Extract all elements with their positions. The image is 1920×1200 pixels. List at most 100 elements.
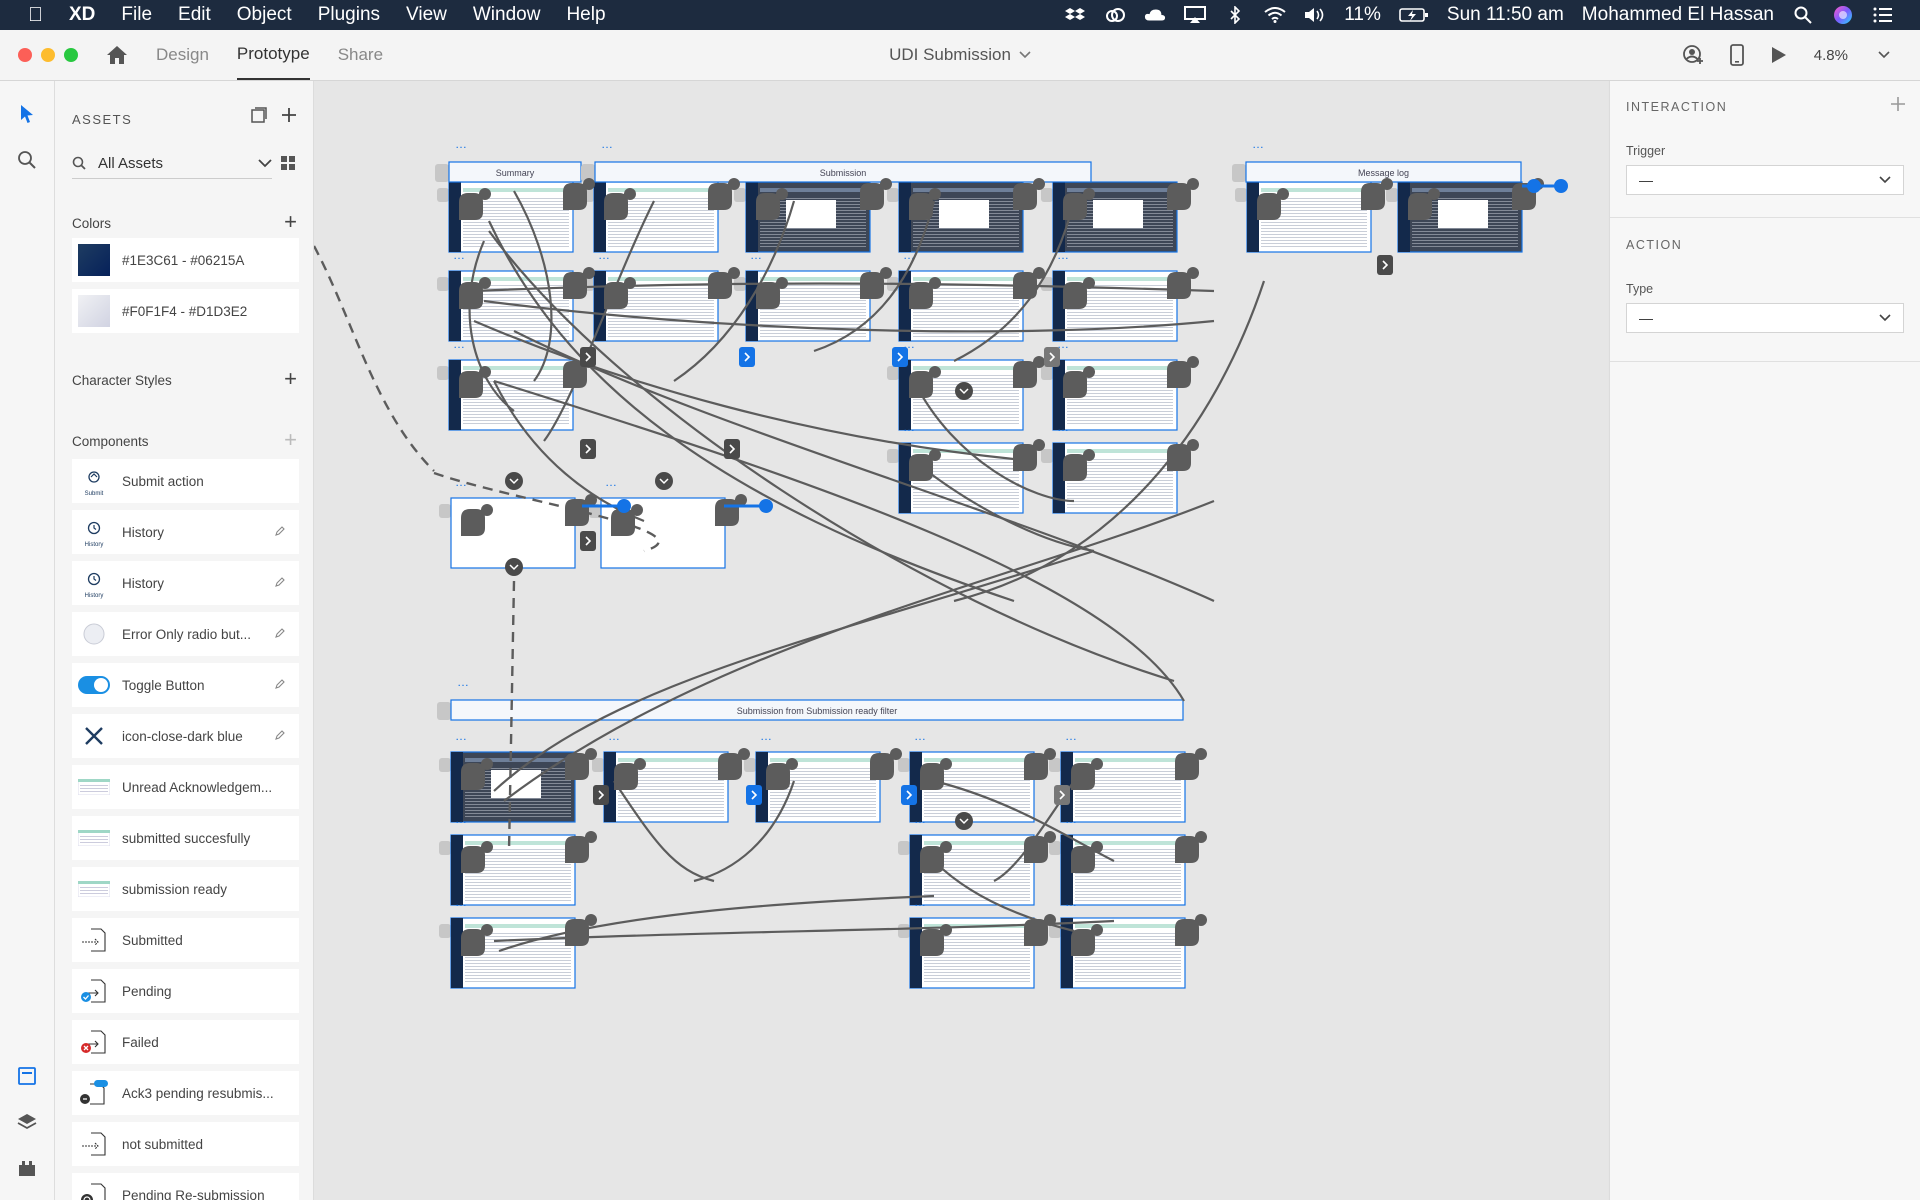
share-user-icon[interactable] xyxy=(1682,44,1704,66)
artboard-thumbnail[interactable]: … xyxy=(589,475,726,569)
wire-toggle-nub[interactable] xyxy=(505,558,523,576)
wire-end-dot[interactable] xyxy=(583,178,595,190)
prototype-wire[interactable] xyxy=(913,380,1075,503)
wire-toggle-nub[interactable] xyxy=(955,382,973,400)
artboard-group-label[interactable]: …Message log xyxy=(1232,137,1522,183)
wire-connector-blob[interactable] xyxy=(766,763,790,790)
wire-toggle-nub[interactable] xyxy=(655,472,673,490)
prototype-wires-canvas[interactable]: ……………………………………………………………………………… …Summary…… xyxy=(314,81,1608,1200)
home-icon[interactable] xyxy=(106,45,128,65)
wire-connector-blob[interactable] xyxy=(604,193,628,220)
artboard-thumbnail[interactable]: … xyxy=(887,420,1024,514)
apple-icon[interactable]:  xyxy=(28,4,43,27)
wire-end-dot[interactable] xyxy=(890,748,902,760)
wire-connector-blob[interactable] xyxy=(563,183,587,210)
wire-end-dot[interactable] xyxy=(728,267,740,279)
prototype-wire[interactable] xyxy=(933,860,1075,933)
wifi-icon[interactable] xyxy=(1264,6,1286,24)
wire-connector-blob[interactable] xyxy=(604,282,628,309)
wire-connector-blob[interactable] xyxy=(565,919,589,946)
tab-share[interactable]: Share xyxy=(337,45,384,64)
prototype-wire-dashed[interactable] xyxy=(314,245,435,472)
add-character-style-icon[interactable]: + xyxy=(284,366,297,391)
play-preview-icon[interactable] xyxy=(1770,45,1788,65)
wire-connector-blob[interactable] xyxy=(860,183,884,210)
prototype-wire[interactable] xyxy=(513,330,1215,603)
wire-connector-blob[interactable] xyxy=(1013,272,1037,299)
prototype-wire[interactable] xyxy=(953,200,1076,362)
wire-arrow-nub[interactable] xyxy=(593,785,609,805)
wire-connector-blob[interactable] xyxy=(1024,753,1048,780)
wire-end-dot[interactable] xyxy=(583,267,595,279)
wire-end-dot[interactable] xyxy=(738,748,750,760)
wire-end-dot[interactable] xyxy=(479,366,491,378)
wire-end-dot[interactable] xyxy=(1187,178,1199,190)
component-item[interactable]: Failed xyxy=(72,1020,299,1064)
wire-end-dot[interactable] xyxy=(624,277,636,289)
wire-end-dot[interactable] xyxy=(624,188,636,200)
wire-connector-blob[interactable] xyxy=(909,193,933,220)
menu-xd[interactable]: XD xyxy=(54,4,95,25)
color-swatch-item[interactable]: #1E3C61 - #06215A xyxy=(72,238,299,282)
component-item[interactable]: Toggle Button xyxy=(72,663,299,707)
add-asset-icon[interactable] xyxy=(281,107,297,123)
grid-view-icon[interactable] xyxy=(281,156,295,170)
wire-end-dot[interactable] xyxy=(585,748,597,760)
component-item[interactable]: Pending xyxy=(72,969,299,1013)
component-item[interactable]: Unread Acknowledgem... xyxy=(72,765,299,809)
wire-arrow-nub[interactable] xyxy=(901,785,917,805)
bluetooth-icon[interactable] xyxy=(1224,6,1246,24)
wire-end-dot[interactable] xyxy=(479,188,491,200)
add-color-icon[interactable]: + xyxy=(284,209,297,234)
wire-toggle-nub[interactable] xyxy=(505,472,523,490)
wire-connector-blob[interactable] xyxy=(565,836,589,863)
wire-connector-blob[interactable] xyxy=(708,183,732,210)
prototype-wire-dashed[interactable] xyxy=(433,471,660,553)
wire-end-dot[interactable] xyxy=(481,924,493,936)
wire-end-dot[interactable] xyxy=(1083,366,1095,378)
prototype-wire[interactable] xyxy=(543,200,655,442)
wire-end-dot[interactable] xyxy=(1091,924,1103,936)
component-item[interactable]: Ack3 pending resubmis... xyxy=(72,1071,299,1115)
prototype-wire[interactable] xyxy=(493,379,1185,702)
wire-end-dot[interactable] xyxy=(1195,914,1207,926)
wire-end-dot[interactable] xyxy=(929,277,941,289)
clock[interactable]: Sun 11:50 am xyxy=(1446,4,1564,25)
wire-connector-blob[interactable] xyxy=(870,753,894,780)
wire-end-dot[interactable] xyxy=(1083,449,1095,461)
type-dropdown[interactable]: — xyxy=(1626,303,1904,333)
wire-end-dot[interactable] xyxy=(1044,914,1056,926)
close-window-button[interactable] xyxy=(18,48,32,62)
chevron-down-icon[interactable] xyxy=(1019,51,1031,59)
wire-connector-blob[interactable] xyxy=(920,846,944,873)
wire-connector-blob[interactable] xyxy=(1167,361,1191,388)
edit-master-icon[interactable] xyxy=(271,729,289,744)
wire-connector-blob[interactable] xyxy=(1071,929,1095,956)
wire-end-dot[interactable] xyxy=(481,504,493,516)
wire-connector-blob[interactable] xyxy=(611,509,635,536)
wire-connector-blob[interactable] xyxy=(909,371,933,398)
wire-connector-blob[interactable] xyxy=(1175,836,1199,863)
wire-connector-blob[interactable] xyxy=(1024,836,1048,863)
prototype-wire[interactable] xyxy=(493,549,1095,792)
component-item[interactable]: Submitted xyxy=(72,918,299,962)
artboard-thumbnail[interactable]: … xyxy=(898,812,1035,906)
wire-end-dot[interactable] xyxy=(940,924,952,936)
artboard-thumbnail[interactable]: … xyxy=(744,729,881,823)
prototype-canvas[interactable]: ……………………………………………………………………………… …Summary…… xyxy=(314,81,1608,1200)
prototype-wire[interactable] xyxy=(613,780,715,883)
wire-connector-blob[interactable] xyxy=(1024,919,1048,946)
airplay-icon[interactable] xyxy=(1184,6,1207,24)
artboard-thumbnail[interactable]: … xyxy=(1041,248,1178,342)
document-title[interactable]: UDI Submission xyxy=(889,45,1011,64)
wire-end-dot[interactable] xyxy=(1083,277,1095,289)
component-item[interactable]: not submitted xyxy=(72,1122,299,1166)
wire-arrow-nub[interactable] xyxy=(1044,347,1060,367)
wire-arrow-nub[interactable] xyxy=(739,347,755,367)
wire-connector-blob[interactable] xyxy=(563,272,587,299)
wire-connector-blob[interactable] xyxy=(1071,846,1095,873)
add-component-icon[interactable]: + xyxy=(284,427,297,452)
menu-file[interactable]: File xyxy=(106,4,152,25)
wire-end-dot[interactable] xyxy=(1187,356,1199,368)
